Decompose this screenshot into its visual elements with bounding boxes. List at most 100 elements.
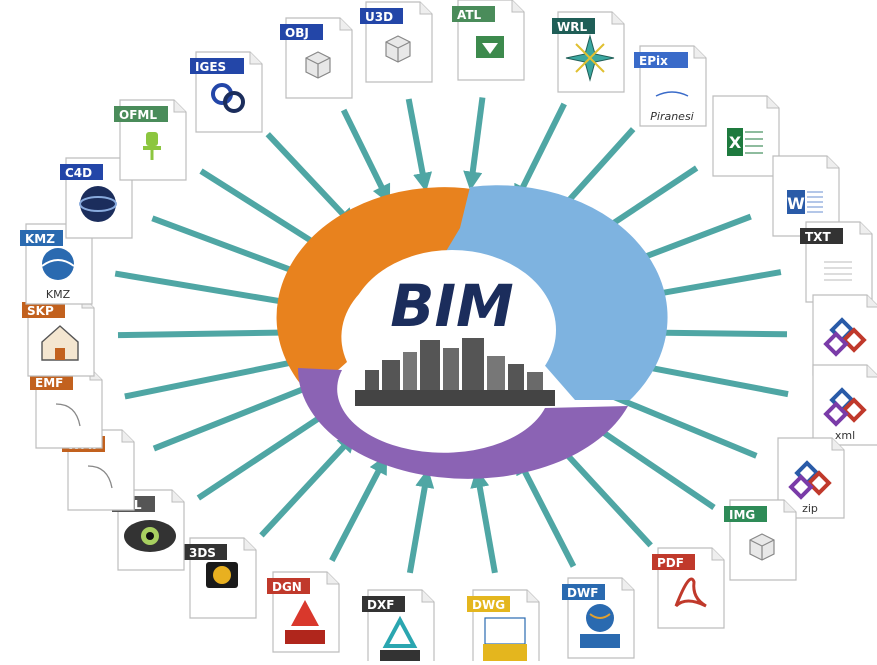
file-icon-u3d: U3D bbox=[360, 1, 433, 83]
file-tag-label: DGN bbox=[272, 580, 302, 594]
file-tag: KMZ bbox=[20, 230, 63, 246]
file-icon-ifc: xml bbox=[812, 364, 877, 446]
file-tag: IGES bbox=[190, 58, 244, 74]
file-tag: OBJ bbox=[280, 24, 323, 40]
file-icon-obj: OBJ bbox=[280, 17, 353, 99]
ifc-icon bbox=[823, 387, 867, 427]
file-tag: PDF bbox=[652, 554, 695, 570]
ifc-icon bbox=[823, 317, 867, 357]
text-icon bbox=[824, 261, 852, 281]
iges-icon bbox=[211, 83, 245, 113]
word-icon: W bbox=[787, 190, 823, 214]
arrow-3 bbox=[514, 102, 567, 205]
file-icon-word: W bbox=[772, 155, 840, 237]
arrow-1 bbox=[405, 98, 433, 193]
curve-icon bbox=[55, 403, 81, 427]
file-icon-ifc bbox=[812, 294, 877, 376]
file-tag: DGN bbox=[267, 578, 310, 594]
arrow-22 bbox=[114, 270, 314, 314]
arrow-23 bbox=[151, 215, 321, 284]
dgn-icon bbox=[285, 600, 325, 644]
file-tag-label: DXF bbox=[367, 598, 394, 612]
file-icon-txt: TXT bbox=[800, 221, 873, 303]
google-earth-icon bbox=[41, 248, 75, 280]
file-tag: ATL bbox=[452, 6, 495, 22]
file-tag-label: DWF bbox=[567, 586, 598, 600]
file-icon-skp: SKP bbox=[22, 295, 95, 377]
file-tag: TXT bbox=[800, 228, 843, 244]
file-icon-c4d: C4D bbox=[60, 157, 133, 239]
file-icon-ofml: OFML bbox=[114, 99, 187, 181]
file-caption: xml bbox=[835, 429, 855, 442]
file-tag-label: PDF bbox=[657, 556, 684, 570]
file-tag: U3D bbox=[360, 8, 403, 24]
gem-icon bbox=[476, 36, 504, 58]
file-tag: DWG bbox=[467, 596, 510, 612]
file-tag-label: DWG bbox=[472, 598, 505, 612]
arrow-21 bbox=[117, 322, 312, 343]
file-tag-label: EPix bbox=[639, 54, 668, 68]
file-icon-dwg: DWG bbox=[467, 589, 540, 665]
ring-blue-segment bbox=[442, 185, 668, 400]
file-tag-label: U3D bbox=[365, 10, 393, 24]
arrow-13 bbox=[516, 454, 577, 568]
arrow-2 bbox=[463, 97, 486, 191]
arrow-16 bbox=[329, 454, 388, 562]
chair-icon bbox=[143, 132, 161, 160]
file-icon-ifc: zip bbox=[777, 437, 845, 519]
arrow-24 bbox=[199, 168, 334, 255]
file-tag-label: OBJ bbox=[285, 26, 309, 40]
svg-text:W: W bbox=[787, 194, 805, 213]
file-tag: OFML bbox=[114, 106, 168, 122]
file-tag: DWF bbox=[562, 584, 605, 600]
star-icon bbox=[565, 34, 615, 82]
arrow-12 bbox=[547, 433, 653, 548]
file-caption: KMZ bbox=[46, 288, 71, 301]
cube-icon bbox=[305, 51, 331, 79]
city-skyline-icon bbox=[355, 338, 555, 406]
house-icon bbox=[41, 325, 79, 361]
file-tag-label: TXT bbox=[805, 230, 831, 244]
acrobat-icon bbox=[674, 577, 707, 608]
file-tag-label: EMF bbox=[35, 376, 63, 390]
excel-icon: X bbox=[727, 128, 763, 156]
arrow-19 bbox=[152, 380, 322, 452]
file-tag-label: SKP bbox=[27, 304, 54, 318]
file-icon-3ds: 3DS bbox=[184, 537, 257, 619]
arrow-0 bbox=[340, 108, 391, 205]
file-icon-dgn: DGN bbox=[267, 571, 340, 653]
file-icon-iges: IGES bbox=[190, 51, 263, 133]
svg-text:X: X bbox=[729, 133, 742, 152]
file-icon-excel: X bbox=[712, 95, 780, 177]
file-tag: WRL bbox=[552, 18, 595, 34]
file-icon-emf: EMF bbox=[30, 367, 103, 449]
file-icon-img: IMG bbox=[724, 499, 797, 581]
file-tag-label: IGES bbox=[195, 60, 226, 74]
file-caption: zip bbox=[802, 502, 818, 515]
cheetah-icon bbox=[206, 562, 238, 588]
arrow-15 bbox=[406, 468, 435, 574]
file-icon-atl: ATL bbox=[452, 0, 525, 81]
file-tag: SKP bbox=[22, 302, 65, 318]
dwg-icon bbox=[483, 617, 527, 662]
cube-icon bbox=[385, 35, 411, 63]
file-tag-label: KMZ bbox=[25, 232, 55, 246]
arrow-14 bbox=[470, 468, 498, 574]
file-tag-label: 3DS bbox=[189, 546, 216, 560]
file-tag-label: WRL bbox=[557, 20, 587, 34]
file-tag-label: OFML bbox=[119, 108, 157, 122]
cube-icon bbox=[749, 533, 775, 561]
ifc-icon bbox=[788, 460, 832, 500]
cinema4d-icon bbox=[79, 186, 117, 222]
file-icon-wrl: WRL bbox=[552, 11, 625, 93]
file-caption: Piranesi bbox=[650, 110, 693, 123]
file-icon-dwf: DWF bbox=[562, 577, 635, 659]
globe-icon bbox=[580, 604, 620, 648]
file-icon-pdf: PDF bbox=[652, 547, 725, 629]
arrow-20 bbox=[124, 352, 315, 400]
file-tag: 3DS bbox=[184, 544, 227, 560]
